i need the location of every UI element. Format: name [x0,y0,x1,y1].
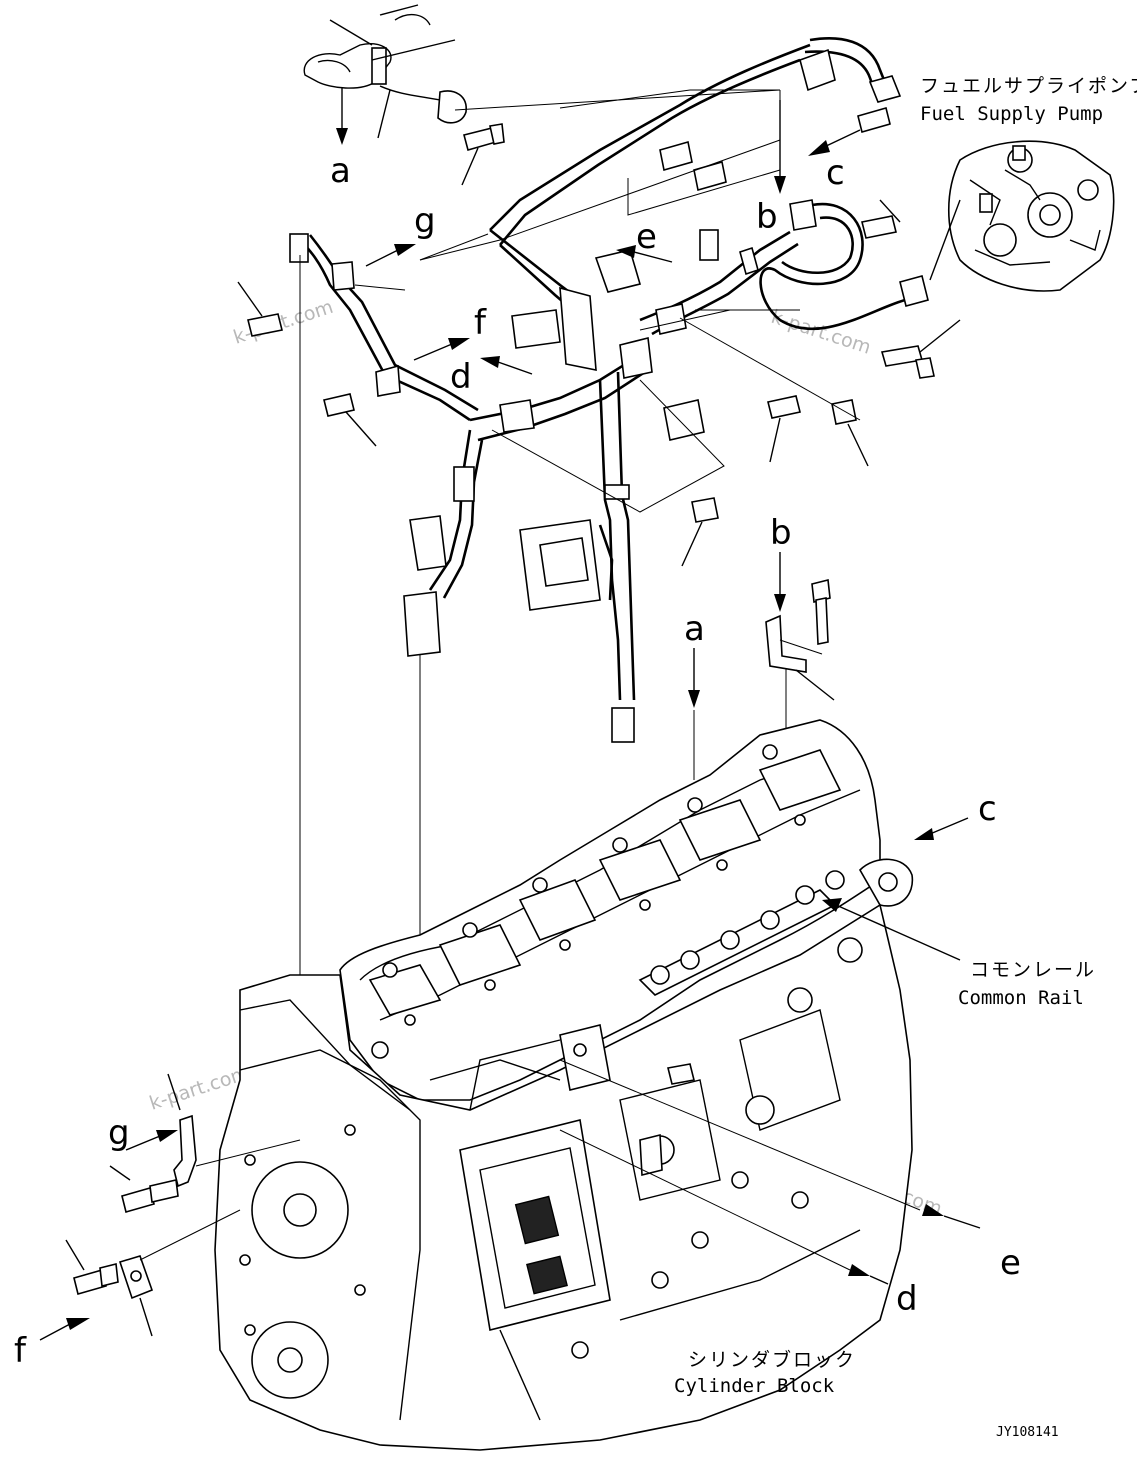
callout-d-top: d [450,357,472,397]
callout-g-top: g [414,201,436,241]
common-rail-label-jp: コモンレール [970,959,1096,981]
top-connector-cluster: a [303,4,505,191]
fuel-supply-pump-label-en: Fuel Supply Pump [920,103,1103,125]
callout-b-top: b [756,197,778,237]
callout-f-bottom: f [14,1331,27,1371]
callout-d-bottom-group: d [559,1129,918,1319]
upper-wiring-harness [237,37,961,1270]
callout-a-top: a [330,151,351,191]
callout-b-bottom: b [770,513,792,553]
engine-cylinder-head [289,719,914,1101]
watermark-top-left: k-part.com [231,296,336,349]
callout-e-top: e [636,217,657,257]
drawing-code: JY108141 [996,1425,1059,1440]
callout-e-bottom-group: e [559,1059,1021,1283]
common-rail-label-en: Common Rail [958,987,1084,1009]
callout-d-bottom: d [896,1279,918,1319]
common-rail-callout: コモンレール Common Rail [822,898,1096,1009]
callout-a-bottom-group: a [684,609,705,780]
fuel-supply-pump: フュエルサプライポンプ Fuel Supply Pump [920,75,1137,292]
callout-a-bottom: a [684,609,705,649]
callout-g-bottom: g [108,1113,130,1153]
callout-f-top: f [474,303,487,343]
callout-c-bottom: c [978,789,997,829]
engine-cylinder-block [214,903,913,1451]
callout-c-bottom-group: c [914,789,997,840]
callout-c-top: c [826,153,845,193]
bracket-g: g [108,1073,301,1213]
top-callout-arrows: b c e d f g [365,100,861,397]
cylinder-block-label-en: Cylinder Block [674,1375,835,1397]
callout-e-bottom: e [1000,1243,1021,1283]
fuel-supply-pump-label-jp: フュエルサプライポンプ [920,75,1137,97]
watermark-top-right: k-part.com [768,306,873,359]
bracket-f: f [14,1209,241,1371]
cylinder-block-label-jp: シリンダブロック [688,1348,856,1371]
